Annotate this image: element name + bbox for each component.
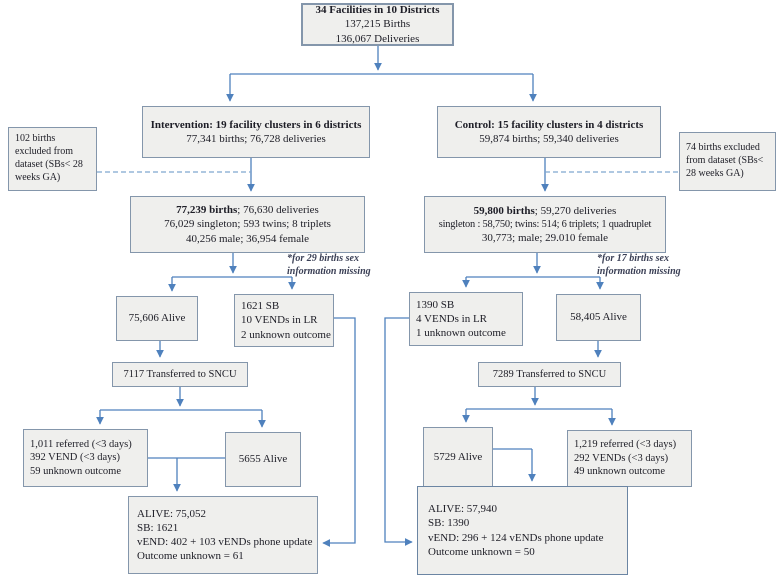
box-title: Intervention: 19 facility clusters in 6 … (150, 118, 362, 131)
note-line: information missing (287, 266, 371, 277)
box-line: vEND: 296 + 124 vENDs phone update (428, 531, 604, 544)
box-control-births: 59,800 births; 59,270 deliveries singlet… (424, 196, 666, 253)
box-line: 4 VENDs in LR (416, 312, 487, 325)
box-line: 1621 SB (241, 300, 280, 313)
box-alive-sncu-left: 5655 Alive (225, 432, 301, 487)
box-line: from dataset (SBs< (686, 155, 764, 167)
box-line: ALIVE: 57,940 (428, 503, 498, 516)
box-alive-left: 75,606 Alive (116, 296, 198, 341)
box-title: Control: 15 facility clusters in 4 distr… (454, 118, 644, 131)
box-sncu-right: 7289 Transferred to SNCU (478, 362, 621, 387)
box-line: singleton : 58,750; twins: 514; 6 triple… (438, 218, 652, 230)
births-count-rest: ; 59,270 deliveries (534, 204, 617, 217)
box-excluded-left: 102 births excluded from dataset (SBs< 2… (8, 127, 97, 191)
box-line: 59,800 births; 59,270 deliveries (474, 204, 617, 218)
box-line: SB: 1390 (428, 517, 470, 530)
box-line: SB: 1621 (137, 521, 179, 534)
box-summary-control: ALIVE: 57,940 SB: 1390 vEND: 296 + 124 v… (417, 486, 628, 575)
box-line: 392 VEND (<3 days) (30, 452, 121, 464)
box-line: 58,405 Alive (570, 311, 627, 324)
box-line: 59 unknown outcome (30, 465, 121, 477)
note-line: information missing (597, 266, 681, 277)
births-count-bold: 59,800 births (473, 204, 535, 217)
connector-sb-left-to-summary (322, 317, 356, 547)
box-total-facilities: 34 Facilities in 10 Districts 137,215 Bi… (301, 3, 454, 46)
box-stillbirths-left: 1621 SB 10 VENDs in LR 2 unknown outcome (234, 294, 334, 347)
box-summary-intervention: ALIVE: 75,052 SB: 1621 vEND: 402 + 103 v… (128, 496, 318, 574)
box-line: vEND: 402 + 103 vENDs phone update (137, 536, 313, 548)
box-line: 1 unknown outcome (416, 327, 506, 340)
box-line: 74 births excluded (686, 142, 760, 154)
box-line: 49 unknown outcome (574, 466, 665, 478)
box-stillbirths-right: 1390 SB 4 VENDs in LR 1 unknown outcome (409, 292, 523, 346)
box-sncu-left: 7117 Transferred to SNCU (112, 362, 248, 387)
box-line: 5729 Alive (433, 450, 483, 463)
footnote-sex-missing-right: *for 17 births sex information missing (597, 252, 681, 278)
box-line: Outcome unknown = 61 (137, 550, 244, 563)
box-line: Outcome unknown = 50 (428, 545, 535, 558)
box-title: 34 Facilities in 10 Districts (315, 4, 440, 17)
box-line: 75,606 Alive (128, 312, 186, 325)
box-line: 7289 Transferred to SNCU (492, 368, 607, 380)
box-line: 5655 Alive (238, 453, 288, 466)
box-line: 1,219 referred (<3 days) (574, 439, 677, 451)
box-line: 292 VENDs (<3 days) (574, 452, 669, 464)
box-intervention-births: 77,239 births; 76,630 deliveries 76,029 … (130, 196, 365, 253)
box-line: 77,341 births; 76,728 deliveries (186, 133, 326, 145)
note-line: *for 29 births sex (287, 253, 359, 264)
box-line: 2 unknown outcome (241, 328, 331, 341)
box-line: excluded from (15, 146, 74, 158)
box-line: 1390 SB (416, 298, 455, 311)
box-line: ALIVE: 75,052 (137, 507, 207, 520)
box-control-arm: Control: 15 facility clusters in 4 distr… (437, 106, 661, 158)
box-line: dataset (SBs< 28 (15, 159, 83, 170)
box-line: 102 births (15, 133, 56, 145)
box-line: weeks GA) (15, 171, 61, 183)
box-line: 28 weeks GA) (686, 167, 744, 179)
box-line: 136,067 Deliveries (335, 32, 420, 45)
box-line: 77,239 births; 76,630 deliveries (176, 203, 319, 217)
footnote-sex-missing-left: *for 29 births sex information missing (287, 252, 371, 278)
connector-sb-right-to-summary (384, 317, 413, 546)
box-line: 59,874 births; 59,340 deliveries (479, 133, 619, 145)
note-line: *for 17 births sex (597, 253, 669, 264)
box-intervention-arm: Intervention: 19 facility clusters in 6 … (142, 106, 370, 158)
box-referred-right: 1,219 referred (<3 days) 292 VENDs (<3 d… (567, 430, 692, 487)
box-line: 7117 Transferred to SNCU (123, 368, 237, 380)
box-excluded-right: 74 births excluded from dataset (SBs< 28… (679, 132, 776, 191)
box-alive-right: 58,405 Alive (556, 294, 641, 341)
box-line: 137,215 Births (344, 18, 411, 31)
births-count-rest: ; 76,630 deliveries (237, 204, 319, 217)
box-line: 30,773; male; 29.010 female (481, 232, 609, 245)
births-count-bold: 77,239 births (176, 204, 238, 217)
box-line: 76,029 singleton; 593 twins; 8 triplets (164, 218, 331, 231)
box-referred-left: 1,011 referred (<3 days) 392 VEND (<3 da… (23, 429, 148, 487)
box-line: 10 VENDs in LR (241, 314, 318, 327)
box-line: 1,011 referred (<3 days) (30, 438, 132, 450)
box-alive-sncu-right: 5729 Alive (423, 427, 493, 487)
box-line: 40,256 male; 36,954 female (185, 232, 310, 245)
